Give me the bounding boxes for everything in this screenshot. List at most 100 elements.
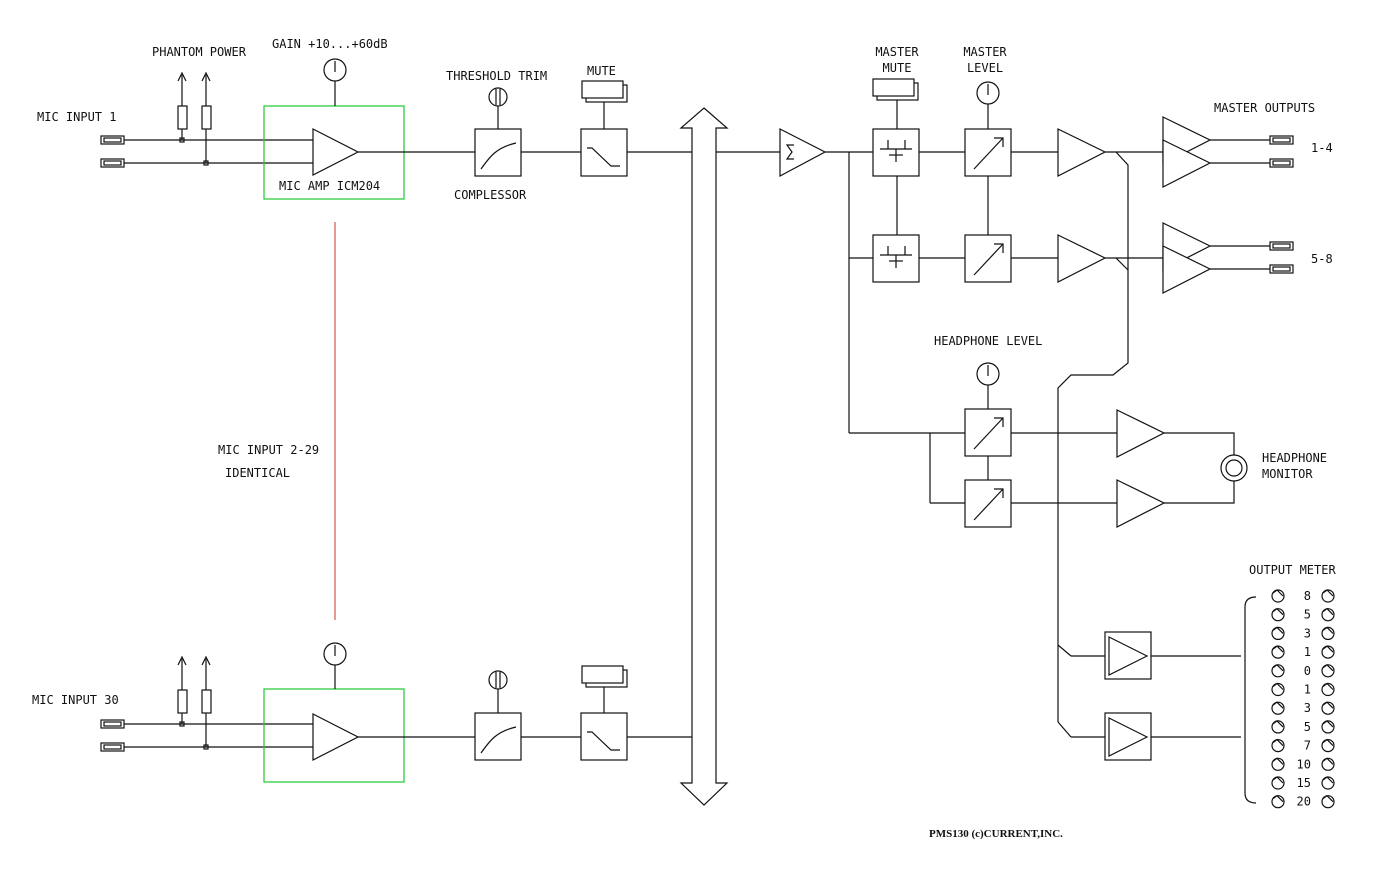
- knob-icon[interactable]: [323, 58, 347, 82]
- meter-driver-icon: [1104, 631, 1152, 680]
- knob-icon[interactable]: [323, 642, 347, 666]
- meter-led-icon: [1271, 645, 1285, 659]
- meter-scale-value: 3: [1304, 701, 1311, 715]
- complessor-label: COMPLESSOR: [454, 188, 527, 202]
- mute-label: MUTE: [587, 64, 616, 78]
- master-level-label-1: MASTER: [963, 45, 1007, 59]
- meter-led-icon: [1271, 794, 1285, 809]
- compressor-icon: [474, 712, 522, 761]
- meter-scale-value: 5: [1304, 608, 1311, 622]
- credit-label: PMS130 (c)CURRENT,INC.: [929, 828, 1063, 840]
- mute-switch-icon: [872, 234, 920, 283]
- meter-scale-value: 5: [1304, 720, 1311, 734]
- knob-icon[interactable]: [976, 362, 1000, 386]
- connector-icon: [100, 158, 125, 168]
- connector-icon: [1269, 158, 1294, 168]
- level-control-icon: [964, 128, 1012, 177]
- phantom-resistor-icon: [177, 655, 188, 727]
- meter-led-icon: [1271, 720, 1285, 734]
- knob-icon[interactable]: [976, 81, 1000, 105]
- meter-led-icon: [1321, 664, 1335, 678]
- headphone-monitor-label-1: HEADPHONE: [1262, 451, 1327, 465]
- switch-icon: [580, 712, 628, 761]
- mic-amp-label: MIC AMP ICM204: [279, 179, 380, 193]
- connector-icon: [1269, 241, 1294, 251]
- amplifier-icon: [312, 128, 360, 176]
- meter-led-icon: [1271, 589, 1285, 603]
- gain-label: GAIN +10...+60dB: [272, 37, 388, 51]
- headphone-level-label: HEADPHONE LEVEL: [934, 334, 1042, 348]
- mic-input-1-label: MIC INPUT 1: [37, 110, 116, 124]
- threshold-trim-label: THRESHOLD TRIM: [446, 69, 547, 83]
- meter-led-icon: [1321, 626, 1335, 641]
- meter-led-icon: [1271, 664, 1285, 678]
- master-mute-label-2: MUTE: [883, 61, 912, 75]
- mic-amp-box: [263, 688, 405, 783]
- headphone-jack-icon: [1220, 454, 1248, 482]
- meter-led-icon: [1271, 738, 1285, 753]
- meter-scale-value: 8: [1304, 589, 1311, 603]
- connector-icon: [100, 135, 125, 145]
- mic-input-30-label: MIC INPUT 30: [32, 693, 119, 707]
- meter-led-icon: [1321, 645, 1335, 659]
- headphone-monitor-label-2: MONITOR: [1262, 467, 1313, 481]
- meter-led-icon: [1271, 607, 1285, 622]
- level-control-icon: [964, 408, 1012, 457]
- master-level-label-2: LEVEL: [967, 61, 1003, 75]
- meter-led-icon: [1271, 682, 1285, 697]
- meter-led-icon: [1321, 738, 1335, 753]
- switch-icon: [580, 128, 628, 177]
- trim-knob-icon[interactable]: [488, 670, 508, 690]
- phantom-resistor-icon: [201, 655, 212, 750]
- meter-scale-value: 1: [1304, 683, 1311, 697]
- outputs-5-8-label: 5-8: [1311, 252, 1333, 266]
- meter-led-icon: [1321, 776, 1335, 790]
- summing-amp-icon: [779, 128, 827, 177]
- meter-led-icon: [1321, 757, 1335, 771]
- output-splitter-icon: [1162, 116, 1212, 188]
- meter-bracket: [1244, 596, 1257, 804]
- mute-button-icon[interactable]: [581, 665, 628, 688]
- meter-scale-value: 0: [1304, 664, 1311, 678]
- master-mute-button-icon[interactable]: [872, 78, 919, 101]
- connector-icon: [1269, 264, 1294, 274]
- meter-scale-value: 7: [1304, 739, 1311, 753]
- meter-led-icon: [1321, 607, 1335, 622]
- meter-driver-icon: [1104, 712, 1152, 761]
- mic-input-2-29-label: MIC INPUT 2-29: [218, 443, 319, 457]
- meter-scale-value: 10: [1297, 757, 1311, 771]
- channel-1: MIC INPUT 1 PHANTOM POWER GAIN: [37, 37, 697, 202]
- amplifier-icon: [1057, 234, 1107, 283]
- mute-button-icon[interactable]: [581, 80, 628, 103]
- meter-led-icon: [1271, 701, 1285, 715]
- level-control-icon: [964, 479, 1012, 528]
- amplifier-icon: [1057, 128, 1107, 177]
- channel-30: MIC INPUT 30: [32, 642, 697, 783]
- master-mute-label-1: MASTER: [875, 45, 919, 59]
- connector-icon: [1269, 135, 1294, 145]
- meter-led-icon: [1321, 701, 1335, 715]
- meter-led-icon: [1321, 794, 1335, 809]
- identical-label: IDENTICAL: [225, 466, 290, 480]
- meter-scale-value: 15: [1297, 776, 1311, 790]
- meter-led-icon: [1321, 682, 1335, 697]
- outputs-1-4-label: 1-4: [1311, 141, 1333, 155]
- meter-led-icon: [1271, 757, 1285, 771]
- master-outputs-label: MASTER OUTPUTS: [1214, 101, 1315, 115]
- meter-led-icon: [1271, 776, 1285, 790]
- meter-scale-value: 3: [1304, 626, 1311, 640]
- meter-led-icon: [1321, 720, 1335, 734]
- trim-knob-icon[interactable]: [488, 87, 508, 107]
- amplifier-icon: [312, 713, 360, 761]
- phantom-power-label: PHANTOM POWER: [152, 45, 247, 59]
- compressor-icon: [474, 128, 522, 177]
- phantom-resistor-icon: [201, 71, 212, 166]
- mute-switch-icon: [872, 128, 920, 177]
- output-splitter-icon: [1162, 222, 1212, 294]
- amplifier-icon: [1116, 409, 1166, 458]
- connector-icon: [100, 719, 125, 729]
- amplifier-icon: [1116, 479, 1166, 528]
- connector-icon: [100, 742, 125, 752]
